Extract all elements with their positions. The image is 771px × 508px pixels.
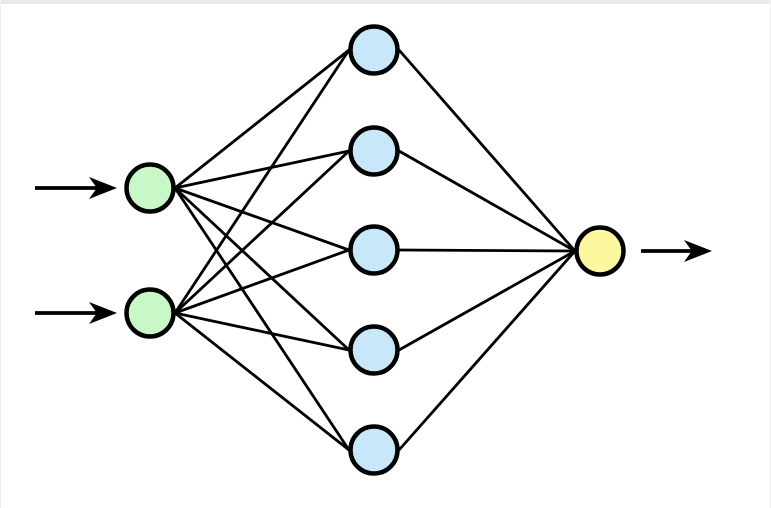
connection-hidden-5-output-1	[397, 249, 577, 452]
hidden-3-node	[348, 224, 400, 276]
input-2-node	[124, 287, 176, 339]
connection-hidden-3-output-1	[397, 248, 577, 253]
hidden-5-node	[348, 424, 400, 476]
connection-hidden-1-output-1	[397, 48, 577, 253]
output-1-node	[574, 225, 626, 277]
connection-input-1-hidden-3	[173, 186, 351, 252]
hidden-4-node	[348, 324, 400, 376]
output-arrow-head	[684, 240, 712, 262]
connection-hidden-2-output-1	[397, 149, 577, 253]
hidden-1-node	[348, 24, 400, 76]
connection-input-1-hidden-1	[173, 48, 351, 190]
hidden-2-node	[348, 125, 400, 177]
connection-input-2-hidden-4	[173, 311, 351, 352]
connection-input-2-hidden-2	[173, 149, 351, 315]
connection-input-2-hidden-3	[173, 248, 351, 315]
connection-input-1-hidden-5	[173, 186, 351, 452]
connection-input-1-hidden-4	[173, 186, 351, 352]
input-arrow-1-head	[89, 177, 117, 199]
connection-input-1-hidden-2	[173, 149, 351, 190]
window-top-edge	[0, 0, 771, 4]
window-left-edge	[0, 0, 1, 508]
connection-input-2-hidden-5	[173, 311, 351, 452]
connection-hidden-4-output-1	[397, 249, 577, 352]
input-1-node	[124, 162, 176, 214]
input-arrow-2-head	[89, 302, 117, 324]
connection-input-2-hidden-1	[173, 48, 351, 315]
